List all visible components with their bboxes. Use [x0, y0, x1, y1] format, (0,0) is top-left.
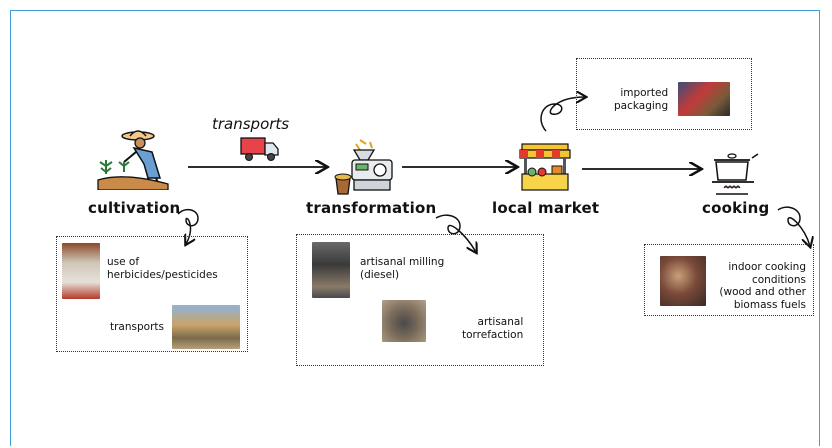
transports-label: transports	[212, 115, 290, 133]
cooking-pot-icon	[712, 153, 759, 195]
torrefaction-note: artisanal torrefaction	[462, 316, 523, 341]
stage-cooking: cooking	[702, 199, 770, 217]
note-line: (wood and other	[719, 286, 806, 298]
note-line: indoor cooking	[728, 261, 806, 273]
torrefaction-photo	[382, 300, 426, 342]
stage-cultivation: cultivation	[88, 199, 181, 217]
packaging-photo	[678, 82, 730, 116]
milling-note: artisanal milling (diesel)	[360, 256, 444, 281]
curly-arrow-transformation	[435, 214, 476, 252]
transports-note: transports	[110, 321, 164, 333]
pesticide-bottle-photo	[62, 243, 100, 299]
note-line: conditions	[751, 273, 806, 286]
transformation-box	[296, 234, 544, 366]
stage-local-market: local market	[492, 199, 600, 217]
indoor-cooking-photo	[660, 256, 706, 306]
herbicides-note: use of herbicides/pesticides	[107, 256, 218, 281]
note-line: torrefaction	[462, 328, 524, 341]
milling-photo	[312, 242, 350, 298]
indoor-cooking-note: indoor cooking conditions (wood and othe…	[710, 261, 806, 311]
stage-transformation: transformation	[306, 199, 437, 217]
note-line: biomass fuels	[733, 298, 806, 311]
curly-arrow-packaging	[540, 97, 585, 132]
imported-packaging-note: imported packaging	[614, 87, 668, 112]
truck-icon	[240, 137, 279, 161]
cooking-box	[644, 244, 814, 316]
farmer-icon	[97, 130, 169, 190]
curly-arrow-cultivation	[177, 208, 199, 244]
curly-arrow-cooking	[777, 206, 810, 246]
note-line: imported	[620, 87, 669, 99]
note-line: artisanal milling	[360, 256, 445, 268]
note-line: use of	[107, 256, 140, 268]
note-line: artisanal	[477, 316, 524, 328]
note-line: packaging	[614, 99, 669, 112]
imported-packaging-box	[576, 58, 752, 130]
note-line: (diesel)	[360, 268, 400, 281]
market-stall-icon	[519, 143, 571, 191]
transport-photo	[172, 305, 240, 349]
cultivation-box	[56, 236, 248, 352]
mill-icon	[334, 139, 393, 195]
diagram-frame	[10, 10, 820, 446]
note-line: herbicides/pesticides	[107, 268, 218, 281]
